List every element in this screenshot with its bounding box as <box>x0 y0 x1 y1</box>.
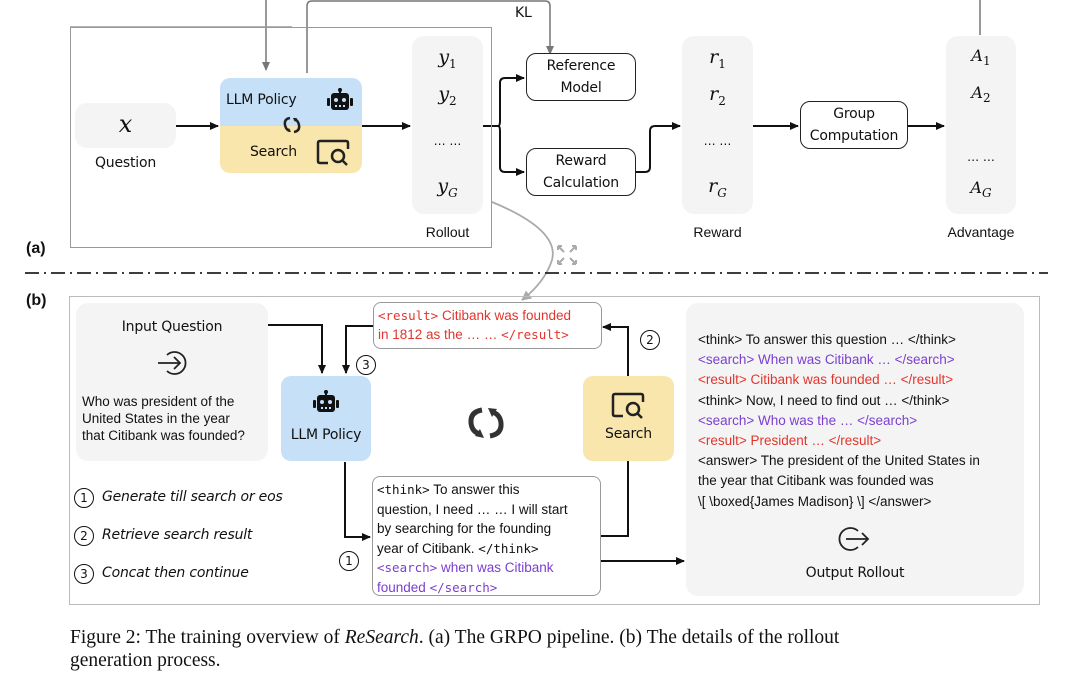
search-label: Search <box>605 426 652 442</box>
caption-line-2: generation process. <box>70 650 221 671</box>
group-computation-node: Group Computation <box>800 101 908 149</box>
panel-b-frame <box>69 296 1040 605</box>
step-marker-2: 2 <box>640 330 660 350</box>
reward-item: rG <box>708 175 727 200</box>
think-box: <think> To answer this question, I need … <box>372 476 601 596</box>
output-line: \[ \boxed{James Madison} \] </answer> <box>698 493 932 509</box>
output-rollout-node: <think> To answer this question … </thin… <box>686 303 1024 596</box>
figure-caption: Figure 2: The training overview of ReSea… <box>70 626 1070 672</box>
output-line: <answer> The president of the United Sta… <box>698 453 980 469</box>
result-line-1: <result> Citibank was founded <box>378 308 572 323</box>
question-symbol: x <box>118 110 133 138</box>
output-line: <think> To answer this question … </thin… <box>698 332 956 347</box>
input-question-title: Input Question <box>121 319 223 335</box>
reward-calculation-node: Reward Calculation <box>526 148 636 196</box>
search-line: <search> when was Citibank <box>377 560 554 575</box>
step-number: 1 <box>74 488 94 508</box>
caption-line-1: Figure 2: The training overview of ReSea… <box>70 627 840 648</box>
panel-a-label: (a) <box>26 240 46 257</box>
robot-icon <box>313 390 339 412</box>
think-line: year of Citibank. </think> <box>377 540 539 556</box>
rollout-label: Rollout <box>425 224 470 240</box>
search-label: Search <box>250 144 297 160</box>
step-number: 2 <box>74 526 94 546</box>
output-line: <search> When was Citibank … </search> <box>698 352 955 368</box>
input-question-text: Who was president of the United States i… <box>82 394 245 443</box>
reward-item: r1 <box>709 46 726 71</box>
step-marker-3: 3 <box>356 355 376 375</box>
policy-search-node: LLM Policy Search <box>220 78 362 173</box>
exit-icon <box>838 527 870 551</box>
kl-label: KL <box>515 5 532 21</box>
llm-policy-node: LLM Policy <box>281 376 371 461</box>
rollout-ellipsis: … … <box>433 134 462 148</box>
think-line: <think> To answer this <box>377 482 520 497</box>
advantage-ellipsis: … … <box>967 150 995 164</box>
reference-model-node: Reference Model <box>526 53 636 101</box>
panel-a-frame <box>70 27 492 248</box>
cycle-icon <box>283 116 301 134</box>
advantage-item: AG <box>970 178 992 201</box>
step-number: 3 <box>74 564 94 584</box>
group-comp-line2: Computation <box>809 128 899 144</box>
robot-icon <box>327 88 353 110</box>
cycle-icon <box>468 407 504 439</box>
enter-icon <box>158 351 187 375</box>
search-icon <box>611 392 645 419</box>
panel-b-label: (b) <box>26 292 47 309</box>
output-line: <result> Citibank was founded … </result… <box>698 372 954 388</box>
search-section: Search <box>220 126 362 173</box>
llm-policy-label: LLM Policy <box>226 92 297 108</box>
reward-label: Reward <box>693 224 742 240</box>
step-text: Retrieve search result <box>102 527 253 543</box>
output-rollout-label: Output Rollout <box>805 565 905 581</box>
result-line-2: in 1812 as the … … </result> <box>378 327 569 342</box>
reward-calc-line1: Reward <box>555 153 607 169</box>
output-lines: <think> To answer this question … </thin… <box>698 330 980 512</box>
step-text: Concat then continue <box>102 565 249 581</box>
advantage-item: A1 <box>971 46 991 69</box>
output-line: <search> Who was the … </search> <box>698 412 918 428</box>
output-line: <result> President … </result> <box>698 433 882 449</box>
llm-policy-section: LLM Policy <box>220 78 362 126</box>
reward-column: r1 r2 … … rG <box>682 36 753 214</box>
reward-calc-line2: Calculation <box>543 175 619 191</box>
think-line: question, I need … … I will start <box>377 501 568 517</box>
search-line: founded </search> <box>377 579 498 595</box>
step-marker-1: 1 <box>339 551 359 571</box>
output-line: the year that Citibank was founded was <box>698 473 934 489</box>
advantage-item: A2 <box>971 83 991 106</box>
question-node: x <box>75 103 176 148</box>
advantage-column: A1 A2 … … AG <box>946 36 1016 214</box>
advantage-label: Advantage <box>947 224 1015 240</box>
search-node: Search <box>583 376 674 461</box>
input-question-node: Input Question Who was president of the … <box>76 303 268 461</box>
arrow-rollout-to-reward-calc <box>497 125 525 176</box>
expand-icon <box>557 245 577 265</box>
rollout-item: y1 <box>438 46 457 71</box>
reward-item: r2 <box>709 83 726 108</box>
rollout-item: y2 <box>438 83 457 108</box>
reward-ellipsis: … … <box>703 134 732 148</box>
llm-policy-label: LLM Policy <box>290 427 362 443</box>
search-icon <box>316 139 350 166</box>
result-box: <result> Citibank was founded in 1812 as… <box>373 302 602 349</box>
reference-model-line2: Model <box>560 80 602 96</box>
rollout-item: yG <box>437 175 458 200</box>
output-line: <think> Now, I need to find out … </thin… <box>698 392 950 408</box>
group-comp-line1: Group <box>833 106 875 122</box>
rollout-column: y1 y2 … … yG <box>412 36 483 214</box>
arrow-rewardcalc-to-reward <box>635 122 681 173</box>
question-label: Question <box>94 155 157 171</box>
think-line: by searching for the founding <box>377 521 552 536</box>
reference-model-line1: Reference <box>546 58 616 74</box>
step-text: Generate till search or eos <box>102 489 283 505</box>
zoom-curve-arrow <box>491 201 554 301</box>
